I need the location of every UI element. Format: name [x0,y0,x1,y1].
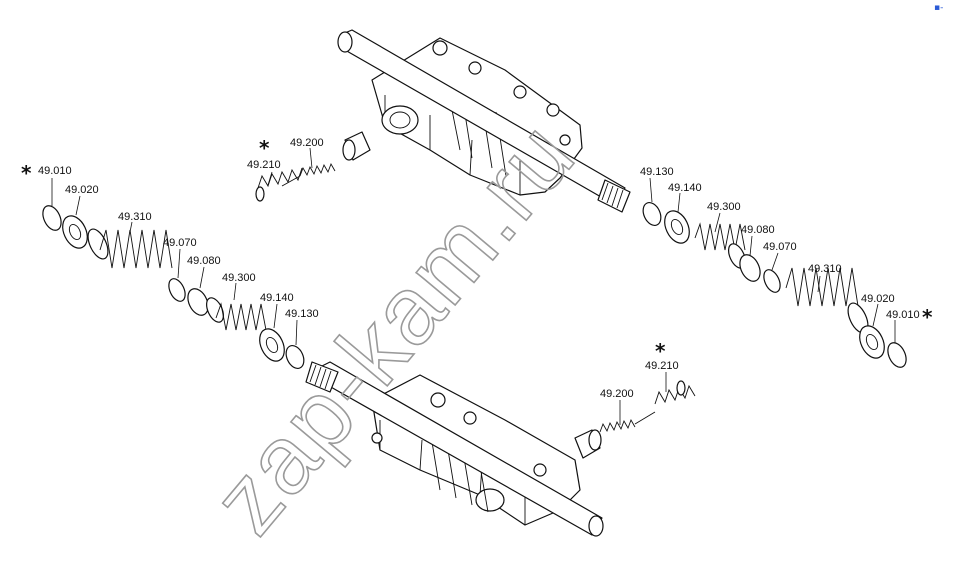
callouts-lower-left: * 49.010 49.020 49.310 49.070 49.080 49.… [21,161,679,400]
corner-mark: ▪- [934,3,943,13]
right-washer-49080 [739,254,761,282]
lower-spring-49210 [654,380,696,405]
lower-shaft [305,361,604,537]
callout-49080: 49.080 [741,224,775,236]
upper-spring-49210 [255,167,303,202]
lower-spring-49200 [599,411,656,433]
right-ring-49130 [642,202,662,226]
callout-49300: 49.300 [222,272,256,284]
upper-spring-49200 [281,162,336,187]
lower-sleeve [574,429,602,459]
asterisk-marker: * [922,305,933,329]
asterisk-marker: * [21,161,32,185]
callout-49070: 49.070 [163,237,197,249]
asterisk-marker: * [259,136,270,160]
asterisk-marker: * [655,339,666,363]
callout-49070: 49.070 [763,241,797,253]
callout-49200: 49.200 [290,137,324,149]
left-ring-49130 [285,345,305,369]
callout-49080: 49.080 [187,255,221,267]
callout-49130: 49.130 [640,166,674,178]
leader-lines [51,147,896,425]
callout-49210: 49.210 [247,159,281,171]
callout-49210: 49.210 [645,360,679,372]
right-ring-49070 [763,269,781,293]
left-washer-49140 [259,328,285,362]
callout-49010: 49.010 [38,165,72,177]
left-washer-49020 [62,215,88,249]
callout-49300: 49.300 [707,201,741,213]
left-spring-49310 [87,228,173,269]
right-ring-49010 [887,342,907,368]
callout-49130: 49.130 [285,308,319,320]
callouts-upper-right: * 49.210 49.200 49.130 49.140 49.300 49.… [247,136,933,329]
callout-49020: 49.020 [861,293,895,305]
upper-sleeve [342,131,371,161]
right-washer-49020 [859,325,885,359]
callout-49310: 49.310 [118,211,152,223]
left-washer-49080 [187,288,209,316]
right-washer-49140 [664,210,690,244]
callout-49010: 49.010 [886,309,920,321]
left-ring-49010 [42,205,62,231]
callout-49140: 49.140 [260,292,294,304]
upper-shaft [337,29,631,213]
left-ring-49070 [168,278,186,302]
left-spring-49300 [206,297,267,331]
callout-49140: 49.140 [668,182,702,194]
callout-49310: 49.310 [808,263,842,275]
callout-49020: 49.020 [65,184,99,196]
right-spring-49310 [785,267,869,334]
callout-49200: 49.200 [600,388,634,400]
